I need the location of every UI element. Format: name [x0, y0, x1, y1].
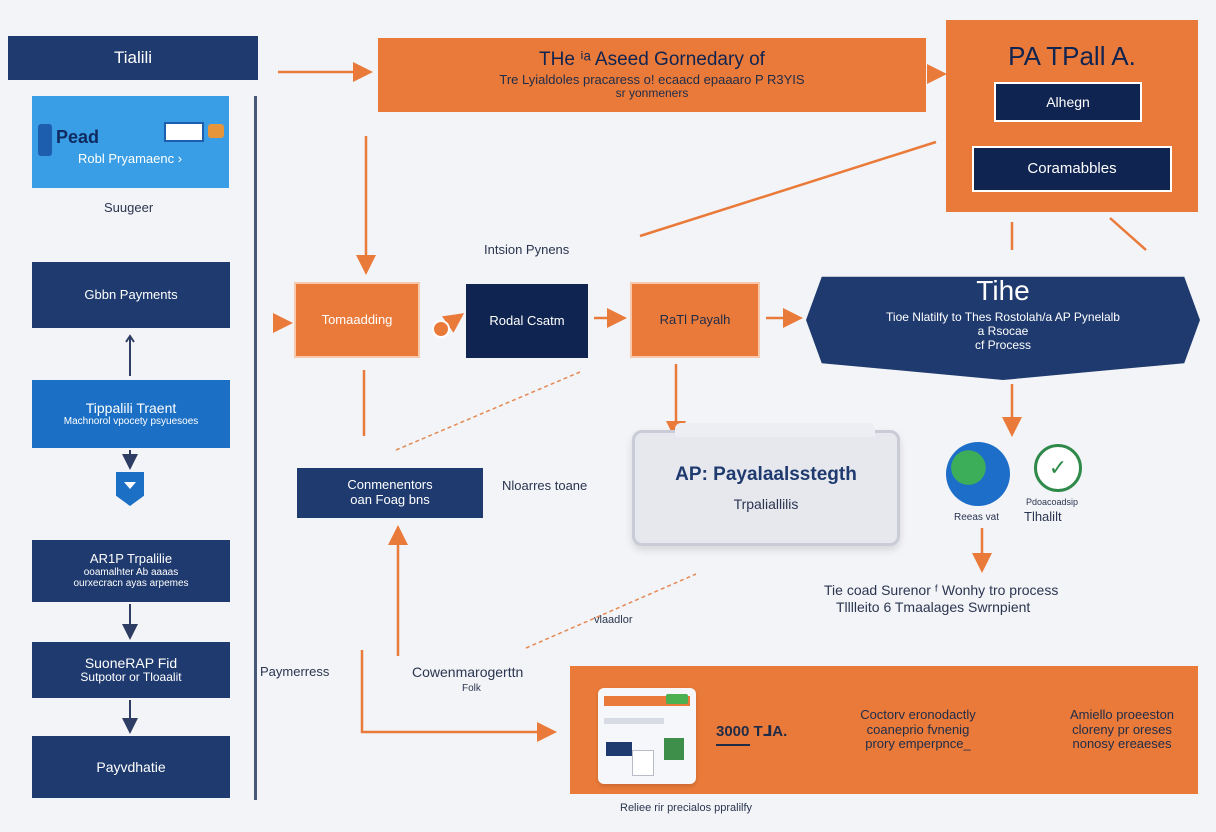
suone-subtitle: Sutpotor or Tloaalit: [80, 670, 182, 685]
step-payalh-label: RaTl Payalh: [659, 311, 731, 327]
payments-box-label: Gbbn Payments: [84, 286, 178, 302]
tihe-line3: cf Process: [974, 337, 1031, 352]
process-box-title: Tippalili Traent: [85, 400, 177, 417]
left-divider: [254, 96, 257, 800]
bottom-col2-line2: cloreny pr oreses: [1072, 721, 1172, 737]
left-title: Tialili: [113, 48, 153, 68]
globe-icon: [946, 442, 1010, 506]
orange-connectors: [273, 62, 1147, 742]
step-rodal-csatm[interactable]: Rodal Csatm: [466, 284, 588, 358]
payments-box[interactable]: Gbbn Payments: [32, 262, 230, 328]
coramabbles-label: Coramabbles: [1027, 160, 1117, 178]
device-plant: [664, 738, 684, 760]
payvdhatie-label: Payvdhatie: [96, 758, 166, 775]
trpalilie-title: AR1P Trpalilie: [89, 551, 173, 567]
step-tomaadding-label: Tomaadding: [321, 311, 393, 327]
step-payalh[interactable]: RaTl Payalh: [630, 282, 760, 358]
tablet-card[interactable]: AP: Payalaalsstegth Trpaliallilis: [632, 423, 900, 546]
amount-underline: [716, 744, 750, 746]
conmenentors-line2: oan Foag bns: [350, 492, 430, 507]
chevron-down-icon: [124, 482, 136, 489]
header-line3: sr yonmeners: [615, 86, 689, 101]
tablet-subtitle: Trpaliallilis: [733, 495, 799, 512]
process-box-subtitle: Machnorol vpocety psyuesoes: [63, 416, 199, 428]
check-leaf-icon: ✓: [1034, 444, 1082, 492]
header-line2: Tre Lyialdoles pracaress o! ecaacd epaaa…: [499, 71, 805, 87]
device-badge: [666, 694, 688, 704]
check-caption1: Pdoacoadsip: [1026, 497, 1079, 507]
trpalilie-line3: ourxecracn ayas arpemes: [73, 578, 189, 590]
step-tomaadding[interactable]: Tomaadding: [294, 282, 420, 358]
tihe-title: Tihe: [976, 275, 1030, 307]
dashed-connectors: [395, 371, 697, 649]
dash-label: vlaadlor: [594, 614, 633, 626]
screen-icon: [164, 122, 204, 142]
tihe-banner: Tihe Tioe Nlatilfy to Thes Rostolah/a AP…: [806, 275, 1200, 380]
card-subtitle: Robl Pryamaenc ›: [78, 150, 183, 166]
connector-dot-icon: [432, 320, 450, 338]
card-caption: Suugeer: [104, 200, 154, 215]
payvdhatie-box[interactable]: Payvdhatie: [32, 736, 230, 798]
device-illustration: [598, 688, 696, 784]
note-line1: Tie coad Surenor ᶠ Wonhy tro process: [824, 582, 1059, 598]
bottom-caption: Reliee rir precialos ppralilfy: [620, 802, 753, 814]
right-panel-title: PA TPall A.: [1008, 41, 1136, 71]
suone-title: SuoneRAP Fid: [84, 655, 178, 672]
payment-card[interactable]: Pead Robl Pryamaenc ›: [32, 96, 229, 188]
conmenentors-box[interactable]: Conmenentors oan Foag bns: [297, 468, 483, 518]
bottom-col1-line1: Coctorv eronodactly: [860, 706, 976, 722]
tablet-top-edge: [675, 423, 875, 437]
note-line2: Tlllleito 6 Tmaalages Swrnpient: [836, 599, 1031, 615]
trpalilie-line2: ooamalhter Ab aaaas: [83, 566, 179, 578]
tablet-title: AP: Payalaalsstegth: [675, 464, 857, 486]
bottom-col1-line3: prory emperpnce_: [865, 736, 971, 752]
alhegn-button[interactable]: Alhegn: [994, 82, 1142, 122]
bottom-col1: Coctorv eronodactly coaneprio fvnenig pr…: [838, 704, 998, 756]
device-receipt: [632, 750, 654, 776]
device-card: [606, 742, 632, 756]
amount-value: 3000 T⅃A.: [716, 723, 788, 740]
header-title: THe ⁱᵃ Aseed Gornedary of: [539, 48, 765, 70]
conmenentors-line1: Conmenentors: [347, 477, 433, 493]
paymerress-label: Paymerress: [260, 664, 330, 679]
folk-label: Folk: [462, 683, 481, 694]
left-title-bar: Tialili: [8, 36, 258, 80]
flow-label: Intsion Pynens: [484, 242, 570, 257]
header-banner: THe ⁱᵃ Aseed Gornedary of Tre Lyialdoles…: [378, 38, 926, 112]
suone-box[interactable]: SuoneRAP Fid Sutpotor or Tloaalit: [32, 642, 230, 698]
bottom-col1-line2: coaneprio fvnenig: [866, 721, 970, 737]
card-title: Pead: [56, 127, 100, 148]
trpalilie-box[interactable]: AR1P Trpalilie ooamalhter Ab aaaas ourxe…: [32, 540, 230, 602]
step-rodal-label: Rodal Csatm: [489, 312, 565, 328]
tihe-line1: Tioe Nlatilfy to Thes Rostolah/a AP Pyne…: [886, 310, 1120, 325]
bottom-col2-line3: nonosy ereaeses: [1072, 736, 1172, 752]
phone-icon: [38, 124, 52, 156]
device-line: [604, 718, 664, 724]
nloarres-label: Nloarres toane: [502, 478, 588, 493]
wallet-icon: [208, 124, 224, 138]
bottom-col2-line1: Amiello proeeston: [1069, 706, 1175, 722]
process-box[interactable]: Tippalili Traent Machnorol vpocety psyue…: [32, 380, 230, 448]
bottom-col2: Amiello proeeston cloreny pr oreses nono…: [1042, 704, 1202, 756]
globe-caption: Reeas vat: [954, 512, 1000, 523]
check-caption2: Tlhalilt: [1024, 509, 1062, 524]
coramabbles-button[interactable]: Coramabbles: [972, 146, 1172, 192]
device-header-bar: [604, 696, 690, 706]
navy-connectors: [122, 334, 138, 734]
alhegn-label: Alhegn: [1046, 93, 1090, 110]
cowenmarogerttn-label: Cowenmarogerttn: [412, 664, 524, 680]
tihe-line2: a Rsocae: [977, 324, 1029, 339]
